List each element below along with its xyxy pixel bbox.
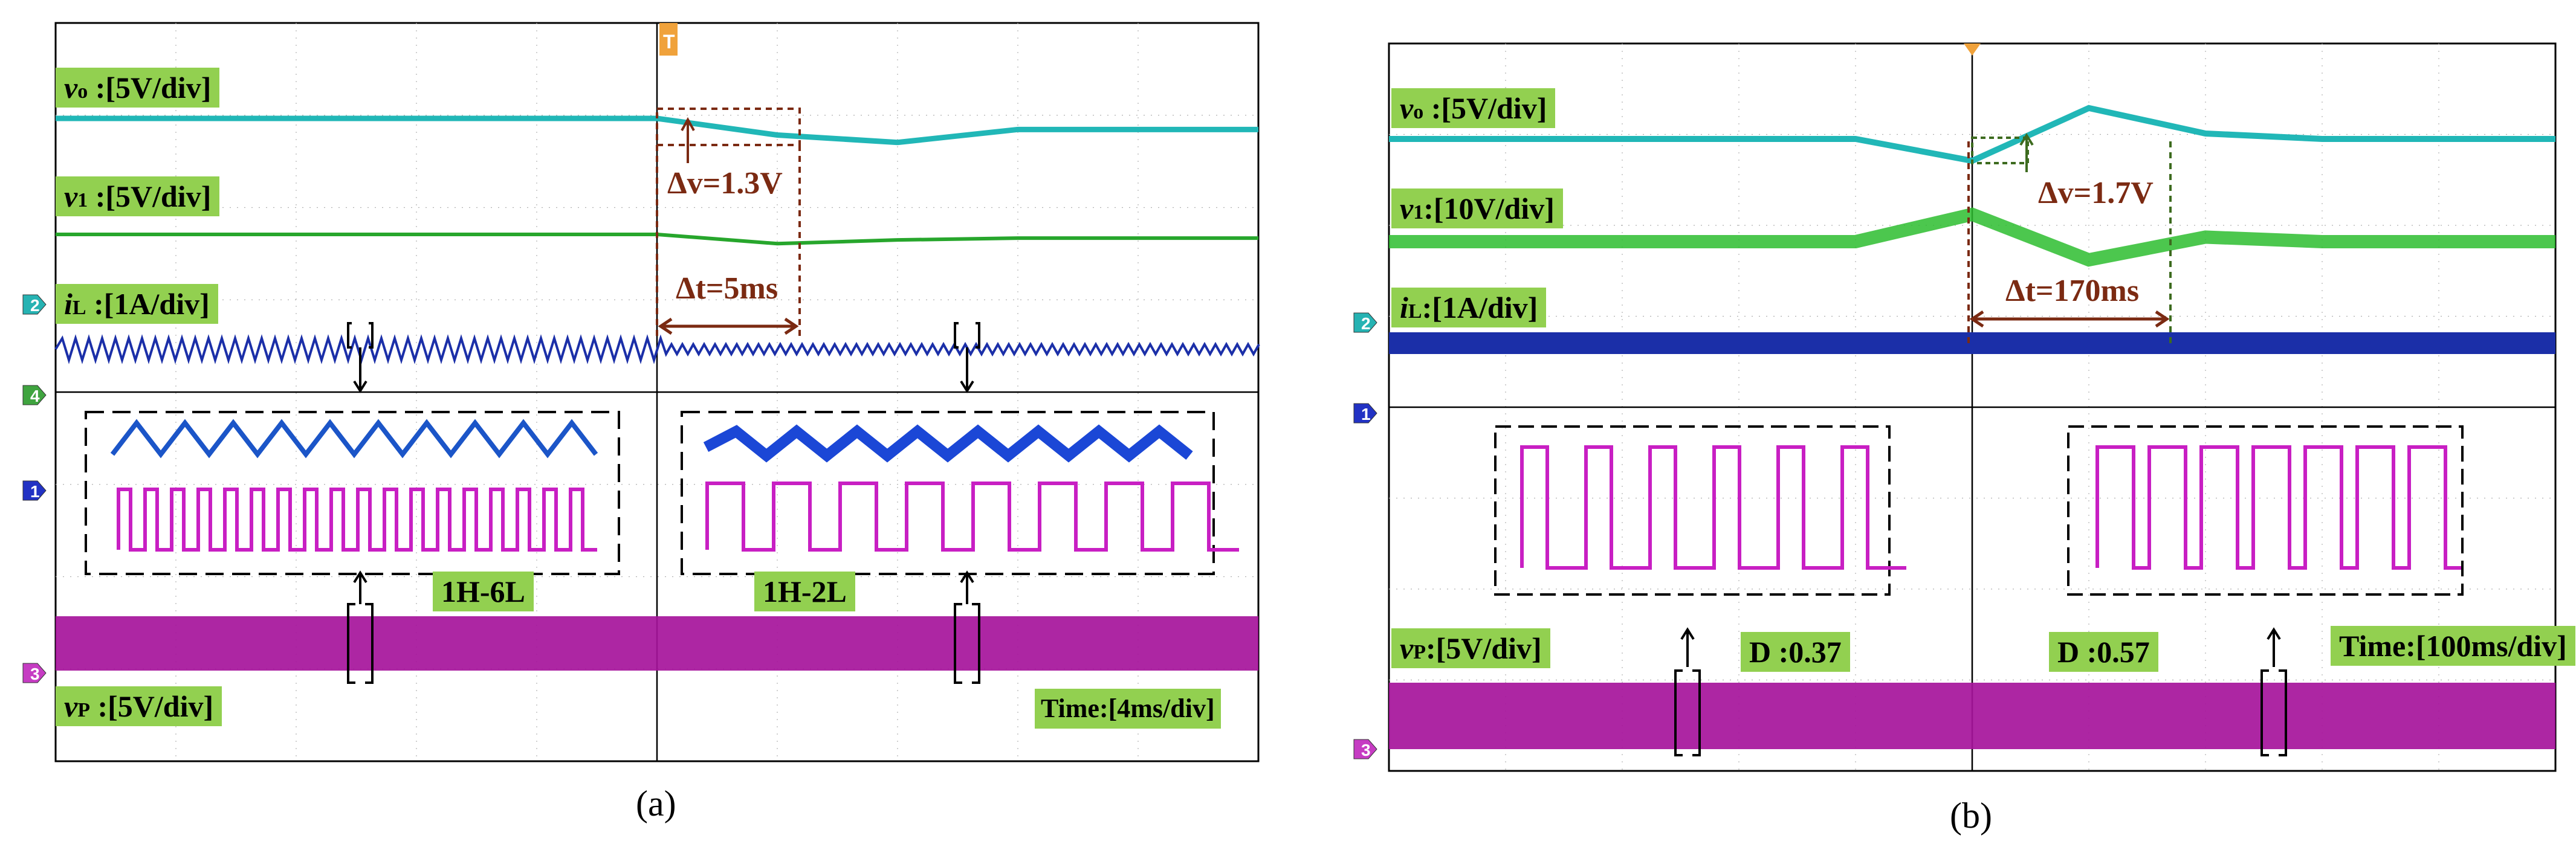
a-delta-t: Δt=5ms — [676, 271, 778, 306]
a-zoom-box-right — [681, 411, 1215, 575]
b-inset-vp-before — [1520, 445, 1906, 570]
a-delta-v-box — [656, 108, 801, 146]
a-ground-marker-1 — [22, 480, 47, 501]
a-ground-marker-2-text: 2 — [30, 296, 40, 315]
a-caption: (a) — [636, 784, 676, 823]
a-delta-v-arrow — [681, 117, 695, 163]
a-inset-vp-after — [705, 482, 1239, 552]
a-il-label: iL :[1A/div] — [56, 284, 218, 324]
b-zoom-bracket-vp — [1674, 669, 1701, 756]
b-zoom-box-right — [2067, 425, 2464, 596]
a-v1-label: v1 :[5V/div] — [56, 176, 220, 216]
a-delta-v: Δv=1.3V — [667, 166, 783, 201]
a-zoom-bracket — [347, 322, 374, 349]
b-trigger-marker — [1964, 43, 1981, 56]
b-zoom-bracket-vp — [2260, 669, 2287, 756]
a-ground-marker-1-text: 1 — [30, 482, 40, 501]
a-ground-marker-2 — [22, 294, 47, 315]
b-delta-t: Δt=170ms — [2005, 274, 2140, 308]
b-delta-t-arrow — [1969, 310, 2170, 328]
a-zoom-bracket-vp — [954, 603, 980, 684]
b-duty-after: D :0.57 — [2049, 632, 2158, 672]
a-il-trace — [54, 334, 1260, 364]
scope-panel-a: 2 4 1 3 T — [22, 22, 1260, 762]
b-inset-vp-after — [2095, 445, 2461, 570]
a-vp-trace — [56, 616, 1258, 671]
b-zoom-box-left — [1494, 425, 1891, 596]
a-mode-before: 1H-6L — [433, 572, 534, 611]
b-caption: (b) — [1950, 796, 1992, 836]
a-ground-marker-3-text: 3 — [30, 665, 40, 683]
b-il-label: iL:[1A/div] — [1391, 288, 1547, 327]
a-time-label: Time:[4ms/div] — [1035, 689, 1221, 729]
b-ground-marker-1-text: 1 — [1361, 405, 1371, 424]
a-vp-label: vP :[5V/div] — [56, 686, 222, 726]
a-ground-marker-4 — [22, 385, 47, 405]
b-vp-trace — [1389, 683, 2555, 749]
b-delta-v-arrow — [2019, 133, 2034, 172]
b-duty-before: D :0.37 — [1741, 632, 1850, 672]
b-il-trace — [1389, 332, 2555, 354]
b-ground-marker-3-text: 3 — [1361, 741, 1371, 759]
b-zoom-arrow-up — [1680, 627, 1695, 667]
a-inset-il-after — [703, 424, 1193, 463]
a-inset-vp-before — [117, 488, 597, 552]
a-vo-label: vo :[5V/div] — [56, 68, 220, 108]
b-zoom-arrow-up — [2267, 627, 2281, 667]
a-delta-t-arrow — [658, 317, 799, 335]
a-zoom-bracket-vp — [347, 603, 374, 684]
a-zoom-box-left — [85, 411, 620, 575]
a-inset-il-before — [110, 419, 598, 459]
b-v1-label: v1:[10V/div] — [1391, 188, 1563, 228]
b-ground-marker-2 — [1353, 312, 1377, 333]
a-mode-after: 1H-2L — [754, 572, 855, 611]
b-time-label: Time:[100ms/div] — [2331, 626, 2575, 666]
a-trigger-marker — [659, 23, 678, 56]
a-trigger-marker-text: T — [663, 31, 675, 53]
b-vp-label: vP:[5V/div] — [1391, 628, 1550, 668]
b-vo-label: vo :[5V/div] — [1391, 88, 1556, 128]
b-delta-v: Δv=1.7V — [2038, 176, 2154, 210]
a-ground-marker-3 — [22, 663, 47, 683]
b-ground-marker-3 — [1353, 739, 1377, 759]
a-zoom-arrow-up — [960, 570, 974, 604]
a-zoom-arrow-up — [353, 570, 367, 604]
b-ground-marker-1 — [1353, 403, 1377, 424]
b-ground-marker-2-text: 2 — [1361, 314, 1371, 333]
a-zoom-bracket — [954, 322, 980, 349]
a-zoom-arrow — [353, 347, 367, 393]
b-v1-trace — [1389, 207, 2555, 267]
a-ground-marker-4-text: 4 — [30, 387, 40, 405]
a-zoom-arrow — [960, 347, 974, 393]
